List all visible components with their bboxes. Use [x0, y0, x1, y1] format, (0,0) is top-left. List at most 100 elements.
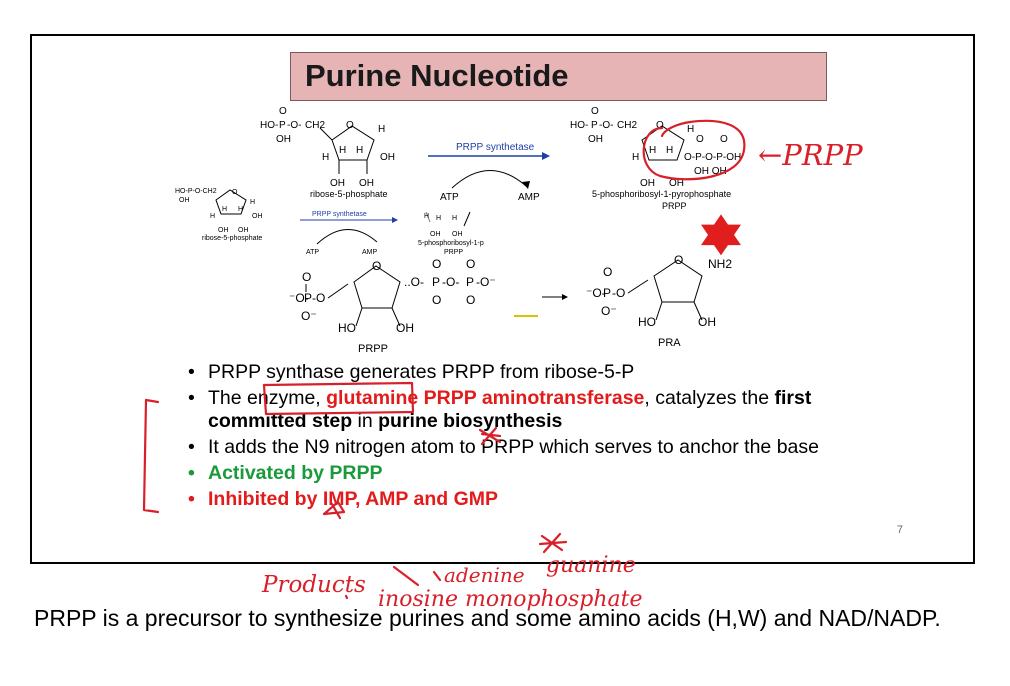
svg-text:H: H [687, 124, 694, 135]
ribose-5-phosphate-mid: HO-P-O-CH2 OH O H H H H OH OH OH ribose-… [175, 188, 263, 242]
svg-text:O: O [279, 106, 287, 117]
slide-frame: Purine Nucleotide O HO-P -O-CH2 OH O H H… [30, 34, 975, 564]
bullet-prpp-synthase: PRPP synthase generates PRPP from ribose… [182, 361, 882, 384]
pra-bottom: O ⁻O-P-O O⁻ O NH2 HO OH PRA [586, 253, 732, 349]
svg-text:H: H [250, 199, 255, 206]
svg-text:OH: OH [669, 178, 684, 189]
svg-text:PRPP: PRPP [444, 249, 463, 256]
svg-text:OH: OH [276, 134, 291, 145]
svg-text:P: P [603, 286, 611, 300]
svg-text:AMP: AMP [362, 249, 378, 256]
bullet-inhibited: Inhibited by IMP, AMP and GMP [182, 488, 882, 511]
svg-text:O: O [466, 257, 475, 271]
svg-text:OH: OH [218, 227, 229, 234]
svg-text:O-P-O-P-OH: O-P-O-P-OH [684, 152, 741, 163]
svg-text:OH: OH [252, 213, 263, 220]
svg-text:O: O [603, 265, 612, 279]
adenine-tick [432, 570, 442, 582]
svg-text:5-phosphoribosyl-1-pyrophospha: 5-phosphoribosyl-1-pyrophosphate [592, 189, 731, 199]
svg-text:OH: OH [698, 315, 716, 329]
svg-text:H: H [378, 124, 385, 135]
svg-text:PRPP: PRPP [662, 201, 687, 211]
top-reaction-arrow: PRPP synthetase ATP AMP [428, 142, 550, 203]
svg-text:P: P [591, 120, 598, 131]
svg-text:HO-: HO- [260, 120, 278, 131]
svg-text:ribose-5-phosphate: ribose-5-phosphate [310, 189, 388, 199]
svg-text:O: O [591, 106, 599, 117]
svg-text:O: O [432, 293, 441, 307]
svg-text:NH2: NH2 [708, 257, 732, 271]
svg-text:CH2: CH2 [617, 120, 637, 131]
svg-text:H: H [322, 152, 329, 163]
bullet-list: PRPP synthase generates PRPP from ribose… [182, 361, 882, 514]
prpp-top: O HO-P -O- CH2 OH O H H H H O-P-O-P-OH O O… [570, 106, 741, 211]
svg-text:O: O [232, 189, 238, 196]
svg-text:O: O [346, 120, 354, 131]
svg-text:ribose-5-phosphate: ribose-5-phosphate [202, 235, 262, 242]
prpp-mid-partial: H H H OH OH 5-phosphoribosyl-1-p PRPP [418, 211, 484, 256]
svg-text:-O-: -O- [599, 120, 613, 131]
svg-text:O: O [674, 253, 683, 267]
svg-text:P: P [432, 275, 440, 289]
svg-text:HO-: HO- [570, 120, 588, 131]
svg-text:H: H [452, 215, 457, 222]
svg-text:ATP: ATP [440, 192, 459, 203]
svg-text:OH: OH [179, 197, 190, 204]
svg-text:PRPP synthetase: PRPP synthetase [312, 211, 367, 218]
svg-text:H: H [649, 145, 656, 156]
svg-text:OH: OH [640, 178, 655, 189]
bottom-arrow [514, 294, 568, 317]
svg-text:H: H [666, 145, 673, 156]
products-tick [392, 565, 420, 587]
prpp-bottom: O ⁻O-P-O O⁻ O HO OH ..O- P-O- P-O⁻ O O O… [289, 257, 496, 355]
svg-text:OH: OH [452, 231, 463, 238]
svg-text:OH: OH [588, 134, 603, 145]
red-star-icon [701, 214, 741, 256]
reaction-diagram: O HO-P -O-CH2 OH O H H H H OH OH OH ribo… [175, 106, 741, 355]
svg-text:5-phosphoribosyl-1-p: 5-phosphoribosyl-1-p [418, 240, 484, 247]
svg-text:O⁻: O⁻ [301, 309, 317, 323]
svg-text:⁻O-: ⁻O- [289, 291, 309, 305]
svg-text:OH: OH [430, 231, 441, 238]
svg-text:P: P [279, 120, 286, 131]
svg-text:OH: OH [359, 178, 374, 189]
caption-text: PRPP is a precursor to synthesize purine… [34, 605, 941, 631]
svg-text:H: H [632, 152, 639, 163]
ribose-5-phosphate-top: O HO-P -O-CH2 OH O H H H H OH OH OH ribo… [260, 106, 395, 199]
svg-text:OH: OH [330, 178, 345, 189]
title-box: Purine Nucleotide [290, 52, 827, 101]
svg-text:H: H [436, 215, 441, 222]
svg-text:O: O [466, 293, 475, 307]
svg-text:H: H [339, 145, 346, 156]
svg-text:O: O [656, 120, 664, 131]
slide-title: Purine Nucleotide [305, 58, 569, 93]
svg-text:HO: HO [638, 315, 656, 329]
svg-text:P: P [304, 291, 312, 305]
svg-text:PRPP: PRPP [358, 343, 388, 355]
svg-text:O: O [372, 259, 381, 273]
svg-text:P: P [466, 275, 474, 289]
page-number: 7 [896, 524, 903, 536]
svg-text:⁻O-: ⁻O- [586, 286, 606, 300]
products-note: Products [261, 572, 366, 598]
svg-text:-O-: -O- [287, 120, 301, 131]
svg-text:H: H [424, 213, 429, 220]
svg-text:PRPP synthetase: PRPP synthetase [456, 142, 535, 153]
svg-text:-O⁻: -O⁻ [476, 275, 496, 289]
svg-text:..O-: ..O- [404, 275, 424, 289]
svg-text:-O: -O [612, 286, 625, 300]
svg-text:-O: -O [312, 291, 325, 305]
svg-text:H: H [210, 213, 215, 220]
svg-text:HO-P-O-CH2: HO-P-O-CH2 [175, 188, 217, 195]
svg-text:O: O [432, 257, 441, 271]
svg-text:O: O [720, 134, 728, 145]
svg-text:-O-: -O- [442, 275, 459, 289]
svg-text:H: H [238, 206, 243, 213]
svg-text:OH: OH [396, 321, 414, 335]
svg-text:HO: HO [338, 321, 356, 335]
bullet-n9: It adds the N9 nitrogen atom to PRPP whi… [182, 436, 882, 459]
svg-text:CH2: CH2 [305, 120, 325, 131]
svg-text:H: H [222, 206, 227, 213]
svg-text:OH: OH [380, 152, 395, 163]
bullet-enzyme: The enzyme, glutamine PRPP aminotransfer… [182, 387, 882, 433]
